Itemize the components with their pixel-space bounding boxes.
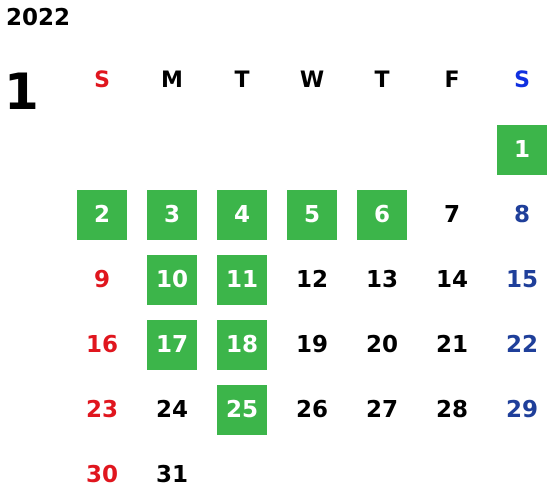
day-cell[interactable]: 21 — [435, 332, 468, 358]
day-cell[interactable]: 3 — [147, 190, 197, 240]
day-cell[interactable]: 24 — [155, 397, 188, 423]
month-label: 1 — [4, 63, 39, 121]
weekday-monday: M — [161, 68, 183, 93]
weekday-wednesday: W — [299, 68, 325, 93]
day-cell[interactable]: 31 — [155, 462, 188, 488]
day-cell[interactable]: 11 — [217, 255, 267, 305]
day-cell[interactable]: 8 — [513, 202, 530, 228]
day-cell[interactable]: 5 — [287, 190, 337, 240]
day-cell[interactable]: 28 — [435, 397, 468, 423]
day-cell[interactable]: 23 — [85, 397, 118, 423]
year-label: 2022 — [6, 5, 71, 31]
day-cell[interactable]: 6 — [357, 190, 407, 240]
day-cell[interactable]: 18 — [217, 320, 267, 370]
day-cell[interactable]: 2 — [77, 190, 127, 240]
day-cell[interactable]: 13 — [365, 267, 398, 293]
day-cell[interactable]: 1 — [497, 125, 547, 175]
weekday-sunday: S — [94, 68, 110, 93]
day-cell[interactable]: 17 — [147, 320, 197, 370]
day-cell[interactable]: 7 — [443, 202, 460, 228]
day-cell[interactable]: 22 — [505, 332, 538, 358]
day-cell[interactable]: 19 — [295, 332, 328, 358]
day-cell[interactable]: 14 — [435, 267, 468, 293]
weekday-tuesday: T — [234, 68, 250, 93]
day-cell[interactable]: 9 — [93, 267, 110, 293]
weekday-thursday: T — [374, 68, 390, 93]
day-cell[interactable]: 29 — [505, 397, 538, 423]
day-cell[interactable]: 15 — [505, 267, 538, 293]
day-cell[interactable]: 20 — [365, 332, 398, 358]
day-cell[interactable]: 16 — [85, 332, 118, 358]
day-cell[interactable]: 10 — [147, 255, 197, 305]
weekday-saturday: S — [514, 68, 530, 93]
day-cell[interactable]: 30 — [85, 462, 118, 488]
day-cell[interactable]: 25 — [217, 385, 267, 435]
day-cell[interactable]: 26 — [295, 397, 328, 423]
day-cell[interactable]: 12 — [295, 267, 328, 293]
day-cell[interactable]: 27 — [365, 397, 398, 423]
weekday-friday: F — [444, 68, 460, 93]
day-cell[interactable]: 4 — [217, 190, 267, 240]
